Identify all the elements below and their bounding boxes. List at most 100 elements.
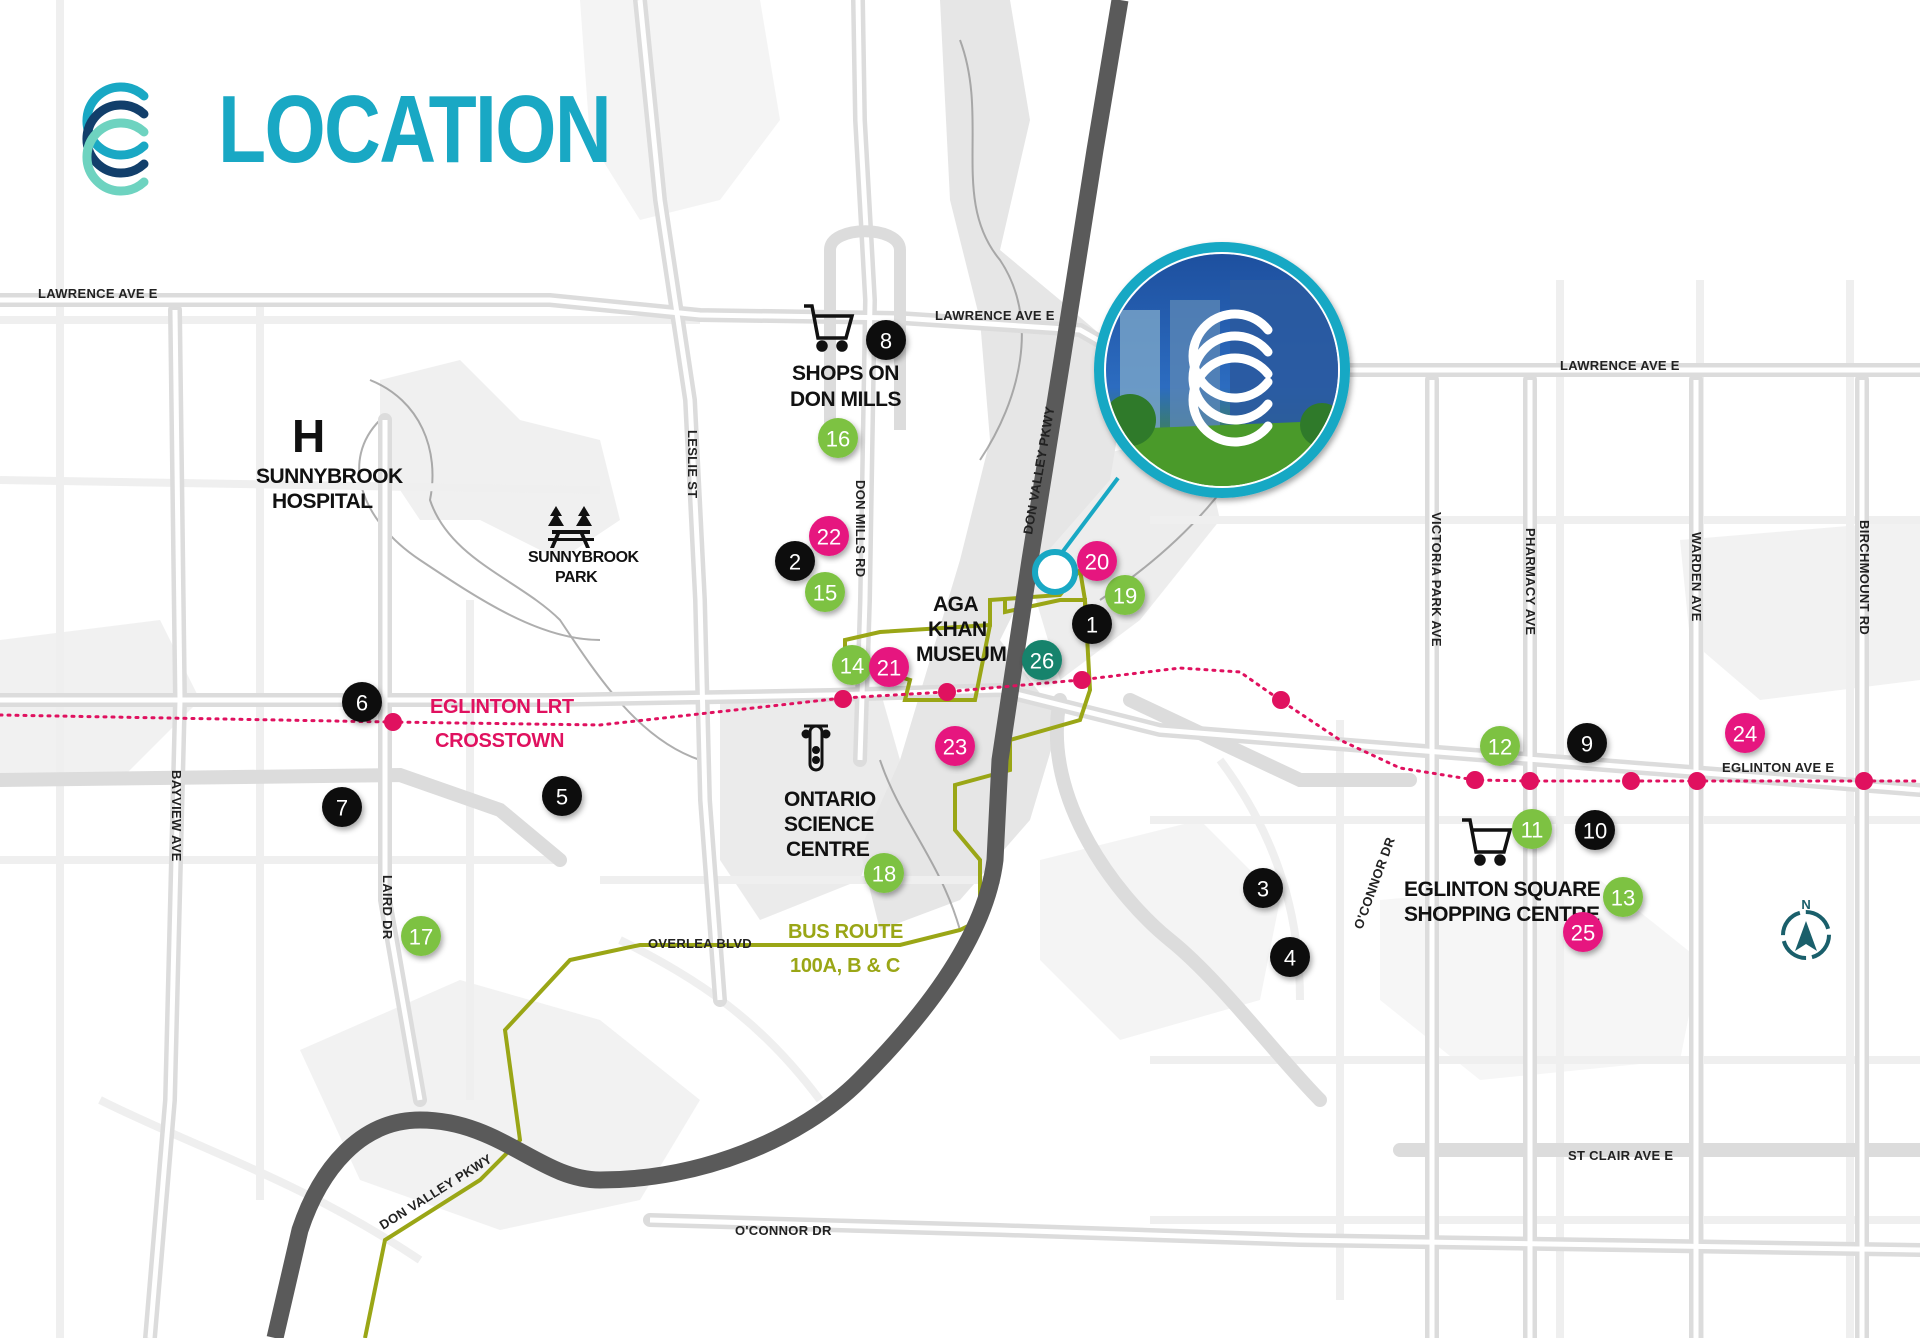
marker-14[interactable]: 14 [832, 645, 872, 685]
marker-5[interactable]: 5 [542, 776, 582, 816]
marker-1[interactable]: 1 [1072, 604, 1112, 644]
marker-22[interactable]: 22 [809, 516, 849, 556]
marker-number: 22 [817, 525, 841, 550]
test-tube-icon [801, 724, 831, 772]
brand-logo-icon [82, 82, 149, 196]
marker-number: 26 [1030, 649, 1054, 674]
place-label-eglinton-sq-1: EGLINTON SQUARE [1404, 878, 1601, 901]
marker-20[interactable]: 20 [1077, 541, 1117, 581]
marker-circle [935, 726, 975, 766]
lrt-stations [384, 671, 1873, 790]
place-label-shops-1: SHOPS ON [792, 362, 899, 385]
marker-circle [805, 572, 845, 612]
marker-21[interactable]: 21 [869, 647, 909, 687]
marker-circle [832, 645, 872, 685]
marker-circle [1567, 723, 1607, 763]
marker-number: 7 [336, 796, 348, 821]
shopping-cart-icon [1462, 818, 1513, 866]
svg-text:N: N [1801, 897, 1810, 912]
marker-17[interactable]: 17 [401, 916, 441, 956]
place-label-aga-2: KHAN [928, 618, 987, 641]
marker-12[interactable]: 12 [1480, 726, 1520, 766]
marker-7[interactable]: 7 [322, 787, 362, 827]
marker-3[interactable]: 3 [1243, 868, 1283, 908]
place-label-park-2: PARK [555, 569, 598, 586]
road-label-oconnor-south: O'CONNOR DR [735, 1223, 832, 1238]
marker-18[interactable]: 18 [864, 853, 904, 893]
place-label-aga-1: AGA [933, 593, 979, 616]
place-label-science-1: ONTARIO [784, 788, 876, 811]
eglinton-lrt-line [0, 666, 1920, 783]
marker-number: 14 [840, 654, 864, 679]
place-label-science-3: CENTRE [786, 838, 870, 861]
marker-4[interactable]: 4 [1270, 937, 1310, 977]
marker-16[interactable]: 16 [818, 418, 858, 458]
marker-24[interactable]: 24 [1725, 713, 1765, 753]
marker-number: 21 [877, 656, 901, 681]
hospital-icon: H [292, 410, 325, 462]
marker-26[interactable]: 26 [1022, 640, 1062, 680]
don-mills-loop [824, 225, 906, 430]
marker-2[interactable]: 2 [775, 541, 815, 581]
road-label-warden: WARDEN AVE [1689, 532, 1704, 622]
marker-circle [1563, 912, 1603, 952]
road-label-victoria-park: VICTORIA PARK AVE [1429, 512, 1444, 647]
bus-label-line2: 100A, B & C [790, 955, 900, 977]
marker-23[interactable]: 23 [935, 726, 975, 766]
marker-circle [869, 647, 909, 687]
transit-labels: EGLINTON LRT CROSSTOWN BUS ROUTE 100A, B… [430, 696, 903, 977]
marker-9[interactable]: 9 [1567, 723, 1607, 763]
marker-6[interactable]: 6 [342, 682, 382, 722]
marker-8[interactable]: 8 [866, 320, 906, 360]
site-location-marker[interactable] [1032, 549, 1078, 595]
marker-circle [542, 776, 582, 816]
don-valley-parkway [266, 0, 1129, 1338]
marker-15[interactable]: 15 [805, 572, 845, 612]
marker-circle [1480, 726, 1520, 766]
place-label-shops-2: DON MILLS [790, 388, 901, 411]
marker-number: 2 [789, 550, 801, 575]
featured-building-callout [1032, 242, 1350, 595]
building-photo [1106, 254, 1338, 486]
page-title: LOCATION [218, 76, 612, 183]
marker-10[interactable]: 10 [1575, 810, 1615, 850]
marker-circle [1603, 877, 1643, 917]
road-label-pharmacy: PHARMACY AVE [1523, 528, 1538, 635]
photo-logo-icon [1188, 309, 1273, 447]
road-label-lawrence-w: LAWRENCE AVE E [38, 286, 158, 301]
place-label-aga-3: MUSEUM [916, 643, 1006, 666]
marker-number: 24 [1733, 722, 1757, 747]
marker-19[interactable]: 19 [1105, 575, 1145, 615]
road-label-leslie: LESLIE ST [685, 430, 700, 498]
marker-number: 19 [1113, 584, 1137, 609]
marker-13[interactable]: 13 [1603, 877, 1643, 917]
marker-circle [1575, 810, 1615, 850]
marker-number: 16 [826, 427, 850, 452]
marker-number: 25 [1571, 921, 1595, 946]
marker-circle [1270, 937, 1310, 977]
place-labels: SHOPS ON DON MILLS SUNNYBROOK HOSPITAL S… [256, 362, 1601, 926]
marker-number: 13 [1611, 886, 1635, 911]
marker-number: 10 [1583, 819, 1607, 844]
place-label-hospital-2: HOSPITAL [272, 490, 373, 513]
road-label-lawrence-mid: LAWRENCE AVE E [935, 308, 1055, 323]
marker-number: 1 [1086, 613, 1098, 638]
road-label-st-clair: ST CLAIR AVE E [1568, 1148, 1673, 1163]
road-label-don-mills: DON MILLS RD [853, 480, 868, 577]
marker-circle [1243, 868, 1283, 908]
road-label-eglinton: EGLINTON AVE E [1722, 760, 1834, 775]
marker-number: 3 [1257, 877, 1269, 902]
marker-11[interactable]: 11 [1512, 809, 1552, 849]
marker-circle [1077, 541, 1117, 581]
place-label-science-2: SCIENCE [784, 813, 874, 836]
marker-circle [866, 320, 906, 360]
marker-circle [864, 853, 904, 893]
marker-25[interactable]: 25 [1563, 912, 1603, 952]
bus-label-line1: BUS ROUTE [788, 921, 903, 943]
marker-circle [322, 787, 362, 827]
road-label-laird: LAIRD DR [380, 875, 395, 940]
marker-circle [1725, 713, 1765, 753]
point-of-interest-markers: 1234567891011121314151617181920212223242… [322, 320, 1765, 977]
lrt-label-line2: CROSSTOWN [435, 730, 564, 752]
